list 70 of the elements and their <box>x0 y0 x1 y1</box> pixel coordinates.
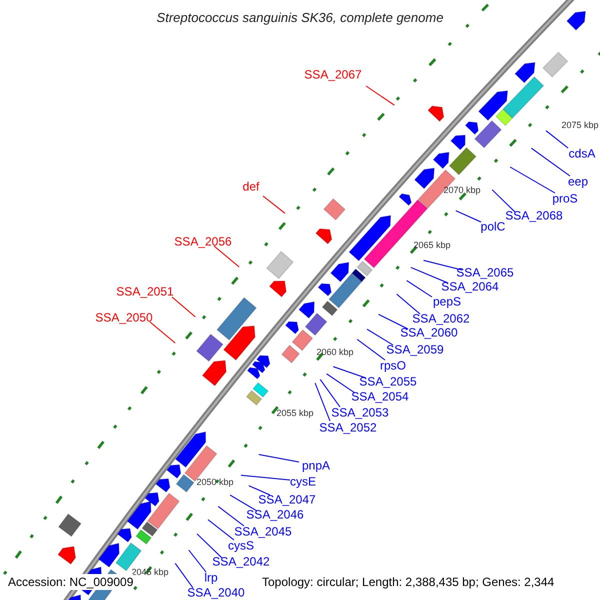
title: Streptococcus sanguinis SK36, complete genome <box>156 10 444 25</box>
gene-label: SSA_2045 <box>234 526 292 538</box>
gene-label: def <box>242 180 260 194</box>
gene-label: SSA_2046 <box>246 508 304 522</box>
footer-text: Topology: circular; Length: 2,388,435 bp; Genes: 2,344 <box>262 574 554 590</box>
leader-line <box>320 378 340 408</box>
gene-label: SSA_2067 <box>304 68 362 82</box>
leader-line <box>406 280 432 298</box>
scale-label: 2045 kbp <box>131 567 169 577</box>
leader-line <box>174 562 194 588</box>
gene-label: SSA_2055 <box>359 376 417 388</box>
gene-label: SSA_2056 <box>174 236 232 248</box>
gene-label: SSA_2062 <box>412 312 470 326</box>
gene-label: rpsO <box>380 360 406 372</box>
scale-label: 2050 kbp <box>196 477 234 487</box>
gene-label: proS <box>552 192 578 206</box>
gene-label: SSA_2064 <box>441 280 499 294</box>
leader-line <box>366 328 394 346</box>
gene-label: eep <box>568 176 588 188</box>
gene-label: SSA_2042 <box>212 556 270 568</box>
gene-label: SSA_2040 <box>187 586 245 600</box>
gene-label: lrp <box>204 572 218 584</box>
gene-label: polC <box>480 220 506 234</box>
leader-line <box>218 506 244 526</box>
leader-line <box>214 246 240 268</box>
leader-line <box>492 189 516 212</box>
gene-label: SSA_2047 <box>258 494 316 506</box>
leader-line <box>396 294 420 314</box>
gene-label: SSA_2065 <box>456 266 514 280</box>
scale-label: 2070 kbp <box>443 185 481 195</box>
leader-line <box>262 196 286 214</box>
leader-line <box>240 474 290 480</box>
leader-line <box>258 454 300 462</box>
gene-label: SSA_2054 <box>351 390 409 404</box>
footer-text: Accession: NC_009009 <box>8 574 134 590</box>
gene-label: pepS <box>432 296 462 308</box>
scale-label: 2055 kbp <box>276 408 314 418</box>
leader-line <box>172 296 196 318</box>
leader-line <box>188 550 206 572</box>
scale-label: 2060 kbp <box>316 347 354 357</box>
gene-label: SSA_2052 <box>319 422 377 434</box>
leader-line <box>150 322 176 344</box>
leader-line <box>530 148 570 176</box>
gene-label: cysE <box>290 476 316 488</box>
gene-label: cdsA <box>568 148 596 160</box>
leader-line <box>423 260 462 270</box>
scale-label: 2075 kbp <box>561 120 599 130</box>
leader-line <box>366 86 395 106</box>
leader-line <box>332 366 366 378</box>
leader-line <box>196 533 222 558</box>
gene-label: SSA_2051 <box>116 286 174 298</box>
leader-line <box>510 166 556 194</box>
gene-label: SSA_2060 <box>400 326 458 340</box>
leader-line <box>410 266 448 284</box>
gene-label: pnpA <box>302 460 330 472</box>
leader-line <box>356 338 386 360</box>
gene-label: SSA_2050 <box>95 312 153 324</box>
leader-line <box>248 485 270 496</box>
gene-label: SSA_2053 <box>331 406 389 420</box>
gene-label: SSA_2059 <box>386 344 444 356</box>
leader-line <box>455 210 482 222</box>
leader-line <box>208 519 234 540</box>
scale-label: 2065 kbp <box>413 240 451 250</box>
gene-label: SSA_2068 <box>505 210 563 222</box>
leader-line <box>314 382 330 422</box>
leader-line <box>326 373 356 394</box>
leader-line <box>230 494 258 512</box>
gene-label: cysS <box>228 540 254 552</box>
leader-line <box>378 314 408 330</box>
leader-line <box>546 130 568 148</box>
